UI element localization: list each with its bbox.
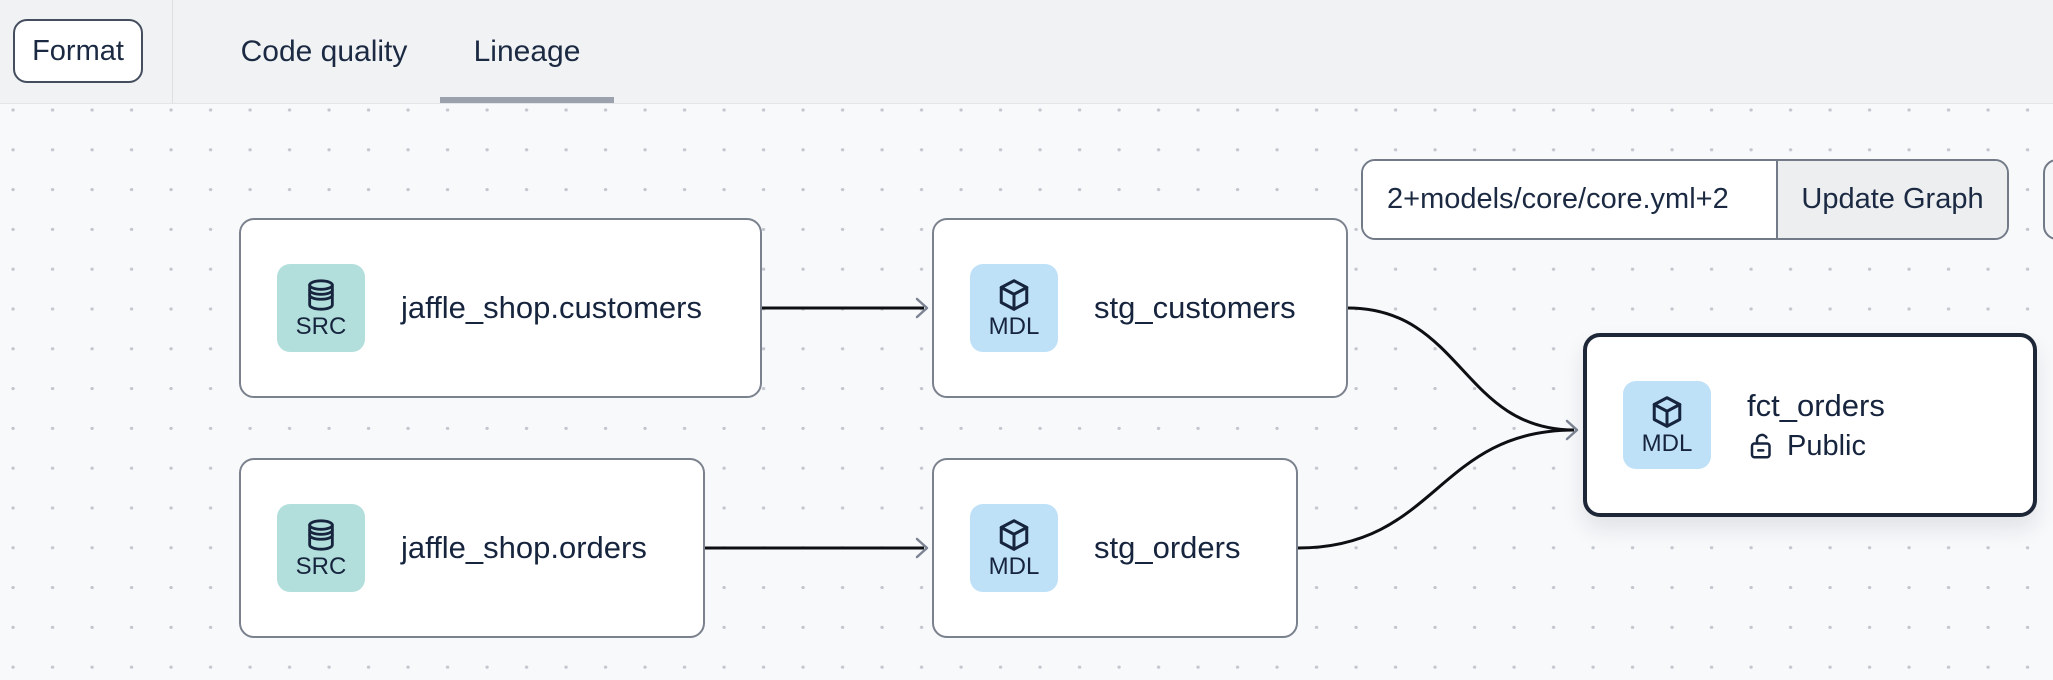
database-icon (308, 519, 334, 551)
badge-label: MDL (988, 313, 1040, 340)
cube-icon (1652, 396, 1682, 428)
tab-code-quality[interactable]: Code quality (240, 34, 408, 68)
toolbar-divider (172, 0, 173, 103)
graph-selector-control: Update Graph (1361, 159, 2009, 240)
node-stg-customers[interactable]: MDL stg_customers (932, 218, 1348, 398)
unlock-icon (1750, 433, 1771, 459)
node-stg-orders[interactable]: MDL stg_orders (932, 458, 1298, 638)
node-label: jaffle_shop.orders (401, 530, 647, 565)
cube-icon (999, 519, 1029, 551)
node-label: stg_orders (1094, 530, 1241, 565)
model-badge: MDL (970, 504, 1058, 592)
model-badge: MDL (1623, 381, 1711, 469)
cube-icon (999, 279, 1029, 311)
graph-selector-input[interactable] (1363, 161, 1776, 238)
format-button[interactable]: Format (13, 19, 143, 83)
node-access-row: Public (1747, 430, 1885, 463)
model-badge: MDL (970, 264, 1058, 352)
source-badge: SRC (277, 264, 365, 352)
badge-label: MDL (988, 553, 1040, 580)
node-label: stg_customers (1094, 290, 1296, 325)
node-label: jaffle_shop.customers (401, 290, 702, 325)
badge-label: SRC (295, 553, 347, 580)
database-icon (308, 279, 334, 311)
node-fct-orders[interactable]: MDL fct_orders Public (1583, 333, 2037, 517)
badge-label: MDL (1641, 430, 1693, 457)
editor-toolbar: Format Code quality Lineage (0, 0, 2053, 104)
source-badge: SRC (277, 504, 365, 592)
badge-label: SRC (295, 313, 347, 340)
node-jaffle-shop-orders[interactable]: SRC jaffle_shop.orders (239, 458, 705, 638)
tab-lineage[interactable]: Lineage (440, 0, 614, 103)
node-label: fct_orders (1747, 387, 1885, 423)
clipped-control[interactable] (2043, 159, 2053, 240)
access-label: Public (1787, 429, 1866, 462)
update-graph-button[interactable]: Update Graph (1776, 161, 2007, 238)
node-jaffle-shop-customers[interactable]: SRC jaffle_shop.customers (239, 218, 762, 398)
